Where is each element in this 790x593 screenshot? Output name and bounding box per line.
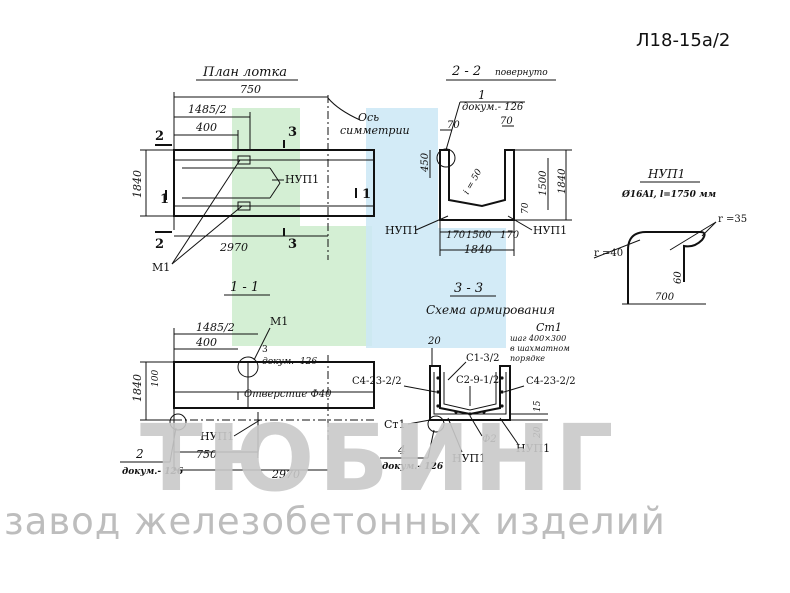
plan-dim-1485: 1485/2 (188, 103, 227, 116)
watermark-brand: ТЮБИНГ (140, 405, 618, 512)
sec11-label-nup1: НУП1 (200, 430, 234, 443)
logo-blue-bar (366, 228, 506, 348)
sec33-nup1-a: НУП1 (452, 452, 486, 465)
nup1-spec: Ø16AI, l=1750 мм (621, 189, 717, 200)
sec33-subtitle: Схема армирования (426, 303, 555, 317)
sec33-dim-20b: 20 (533, 426, 543, 439)
sec22-slope: i = 50 (462, 167, 485, 196)
sec33-c132: С1-3/2 (466, 353, 500, 364)
sec22-dim-70c: 70 (521, 202, 531, 214)
plan-axis-label-1: Ось (358, 111, 379, 124)
sec33-dim-15: 15 (533, 400, 543, 412)
plan-dim-750: 750 (240, 83, 261, 96)
sec33-step3: порядке (510, 354, 545, 363)
plan-mark-2-bottom: 2 (155, 237, 164, 252)
sec22-dim-1840h: 1840 (464, 243, 492, 256)
sec33-st1-left: Ст1 (384, 418, 406, 431)
sec33-step: шаг 400×300 (510, 334, 566, 343)
nup1-dim-700: 700 (655, 292, 675, 303)
nup1-title: НУП1 (647, 167, 685, 181)
sec22-dim-1500h: 1500 (466, 230, 492, 241)
sec11-dim-1840: 1840 (131, 374, 144, 402)
plan-dim-1840: 1840 (131, 170, 144, 198)
sec22-dim-450: 450 (420, 152, 431, 173)
sec22-label-nup1-left: НУП1 (385, 224, 419, 237)
sec33-nup1-b: НУП1 (516, 442, 550, 455)
watermark-tagline: завод железобетонных изделий (4, 500, 666, 543)
plan-dim-400: 400 (195, 121, 217, 134)
nup1-r40: r =40 (594, 248, 623, 259)
plan-mark-1-left: 1 (160, 192, 169, 207)
plan-dim-2970: 2970 (219, 241, 248, 254)
plan-mark-2-top: 2 (155, 129, 164, 144)
plan-mark-3-top: 3 (288, 125, 297, 140)
section-2-2: 2 - 2 повернуто 1 докум.- 126 70 70 450 … (385, 64, 572, 256)
nup1-r35: r =35 (718, 214, 747, 225)
sec22-title-note: повернуто (495, 68, 548, 78)
sec22-dim-1500: 1500 (538, 170, 549, 196)
nup1-dim-60: 60 (673, 271, 684, 284)
plan-view: План лотка 750 1485/2 400 (131, 65, 410, 274)
sec11-doc-text: докум.- 126 (262, 357, 317, 367)
sec11-callout-2: 2 (135, 447, 144, 461)
sec33-callout-4: 4 (397, 443, 406, 457)
sec11-dim-750: 750 (196, 448, 217, 461)
sec22-dim-170b: 170 (500, 230, 520, 241)
sheet-code: Л18-15а/2 (636, 30, 731, 51)
sec11-hole: Отверстие Ф40 (244, 389, 332, 400)
sec22-dim-170a: 170 (446, 230, 466, 241)
plan-title: План лотка (202, 65, 287, 80)
sec22-dim-70b: 70 (500, 116, 513, 127)
sec33-st1-top: Ст1 (536, 321, 562, 334)
sec33-step2: в шахматном (510, 344, 570, 353)
sec11-dim-100: 100 (151, 370, 161, 387)
detail-nup1: НУП1 Ø16AI, l=1750 мм 700 60 r =35 r =40 (593, 167, 747, 305)
sec22-label-nup1-right: НУП1 (533, 224, 567, 237)
plan-axis-label-2: симметрии (340, 124, 410, 137)
plan-mark-1-right: 1 (362, 187, 371, 202)
sec11-dim-2970: 2970 (271, 468, 300, 481)
sec33-dim-20: 20 (427, 336, 441, 347)
sec22-title: 2 - 2 (451, 64, 481, 79)
sec11-dim-1485: 1485/2 (196, 321, 235, 334)
logo-green-block (232, 226, 372, 346)
sec11-title: 1 - 1 (230, 280, 259, 295)
sec33-c4-right: С4-23-2/2 (526, 376, 576, 387)
sec33-title: 3 - 3 (454, 281, 483, 296)
sec22-dim-1840v: 1840 (557, 168, 568, 194)
sec33-callout-4-doc: докум.- 126 (382, 462, 444, 472)
sec22-callout-num: 1 (478, 88, 486, 102)
sec11-dim-400: 400 (195, 336, 217, 349)
sec22-dim-70a: 70 (447, 120, 460, 131)
section-1-1: 1 - 1 1485/2 400 М1 3 докум.- 126 Отверс… (120, 280, 375, 481)
sec33-f2: Ф2 (482, 434, 497, 445)
sec11-callout-2-doc: докум.- 126 (122, 467, 184, 477)
sec11-doc-num: 3 (262, 345, 268, 355)
sec22-callout-doc: докум.- 126 (462, 102, 524, 113)
plan-label-nup1: НУП1 (285, 173, 319, 186)
plan-mark-3-bottom: 3 (288, 237, 297, 252)
section-3-3: 3 - 3 Схема армирования Ст1 шаг 400×300 … (352, 281, 576, 472)
logo-blue-block (366, 108, 438, 228)
sec33-c4-left: С4-23-2/2 (352, 376, 402, 387)
plan-label-m1: М1 (152, 261, 170, 274)
sec33-c2912: С2-9-1/2 (456, 375, 499, 386)
sec11-label-m1: М1 (270, 315, 288, 328)
